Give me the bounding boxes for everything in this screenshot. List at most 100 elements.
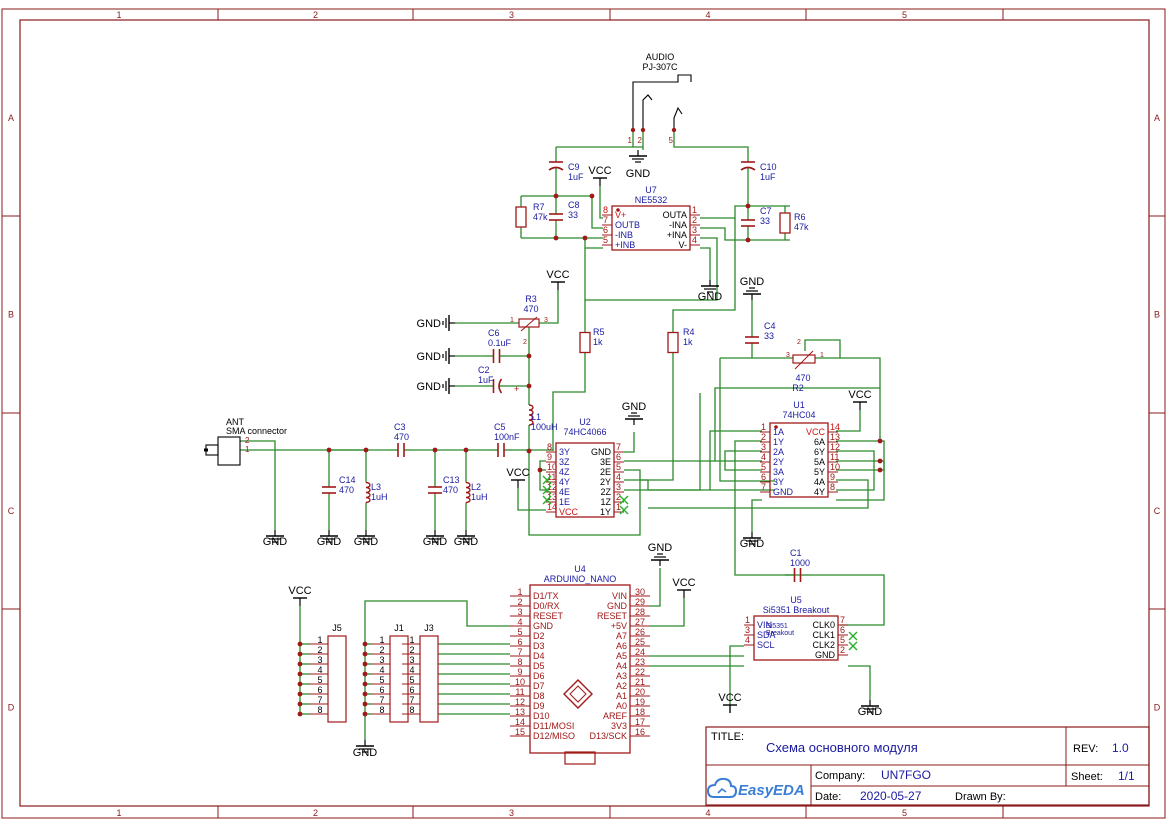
rev-value: 1.0 bbox=[1112, 741, 1129, 755]
capacitor-designator: C14 bbox=[339, 475, 356, 485]
audio-pin-number: 2 bbox=[638, 136, 643, 145]
pin-number: 10 bbox=[515, 677, 525, 687]
capacitor-value: 33 bbox=[568, 210, 578, 220]
pin-number: 9 bbox=[547, 452, 552, 462]
pin-number: 16 bbox=[635, 727, 645, 737]
inductor-designator: L2 bbox=[471, 482, 481, 492]
ground-symbol: GND bbox=[417, 378, 455, 394]
ic-u5-part-value: Si5351 Breakout bbox=[763, 605, 830, 615]
pin-number: 1 bbox=[379, 635, 384, 645]
pin-number: 24 bbox=[635, 647, 645, 657]
pin-name: RESET bbox=[597, 611, 628, 621]
ic-u2-part-value: 74HC4066 bbox=[563, 427, 606, 437]
inductor-designator: L3 bbox=[371, 482, 381, 492]
ground-label: GND bbox=[626, 168, 651, 180]
vcc-label: VCC bbox=[848, 389, 871, 401]
pin-name: 1E bbox=[559, 497, 570, 507]
potentiometer-value: 470 bbox=[523, 304, 538, 314]
pin-name: CLK0 bbox=[812, 620, 835, 630]
pin-name: D11/MOSI bbox=[533, 721, 574, 731]
pin-name: GND bbox=[773, 487, 794, 497]
resistor-value: 47k bbox=[533, 212, 548, 222]
capacitor-c6: C60.1uF bbox=[488, 328, 512, 363]
capacitor-designator: C4 bbox=[764, 321, 776, 331]
pin-name: GND bbox=[815, 650, 836, 660]
pin-name: D0/RX bbox=[533, 601, 560, 611]
logo-text: EasyEDA bbox=[738, 782, 805, 799]
junction-dot bbox=[745, 203, 751, 209]
pin-name: 3Y bbox=[559, 447, 570, 457]
vcc-label: VCC bbox=[288, 585, 311, 597]
junction-dot bbox=[362, 691, 368, 697]
no-connect-mark bbox=[542, 485, 552, 495]
column-label: 3 bbox=[509, 808, 514, 818]
pin-name: SDA bbox=[757, 630, 776, 640]
junction-dot bbox=[362, 651, 368, 657]
pin-name: CLK2 bbox=[812, 640, 835, 650]
resistor-designator: R6 bbox=[794, 212, 806, 222]
ground-symbol: GND bbox=[354, 530, 379, 548]
pin-number: 1 bbox=[510, 317, 514, 324]
pin-number: 2 bbox=[409, 645, 414, 655]
company-value: UN7FGO bbox=[881, 768, 931, 782]
pin-name: 5A bbox=[814, 457, 825, 467]
capacitor-designator: C6 bbox=[488, 328, 500, 338]
ground-label: GND bbox=[354, 536, 379, 548]
u5-inner-label: Si5351 bbox=[766, 623, 788, 630]
ground-symbol: GND bbox=[353, 740, 377, 759]
connector-j5-designator: J5 bbox=[332, 623, 342, 633]
pin-number: 2 bbox=[797, 339, 801, 346]
ground-symbol: GND bbox=[263, 530, 287, 548]
pin-name: 4E bbox=[559, 487, 570, 497]
pin-name: D8 bbox=[533, 691, 545, 701]
pin-name: VCC bbox=[559, 507, 579, 517]
pin-name: 6Y bbox=[814, 447, 825, 457]
pin-number: 5 bbox=[409, 675, 414, 685]
pin-name: A0 bbox=[616, 701, 627, 711]
pin-name: A5 bbox=[616, 651, 627, 661]
pin-number: 12 bbox=[547, 482, 557, 492]
pin-name: CLK1 bbox=[812, 630, 835, 640]
cloud-icon bbox=[706, 777, 738, 798]
pin-number: 3 bbox=[409, 655, 414, 665]
pin-name: VCC bbox=[806, 427, 826, 437]
pin-name: 6A bbox=[814, 437, 825, 447]
pin-name: V- bbox=[678, 240, 687, 250]
junction-dot bbox=[582, 235, 588, 241]
row-label: D bbox=[1154, 703, 1161, 713]
column-label: 3 bbox=[509, 10, 514, 20]
capacitor-value: 1uF bbox=[478, 375, 494, 385]
pin-number: 5 bbox=[616, 462, 621, 472]
pin-name: OUTA bbox=[663, 210, 687, 220]
vcc-symbol: VCC bbox=[848, 389, 872, 410]
junction-dot bbox=[877, 458, 883, 464]
ic-u4-part-value: ARDUINO_NANO bbox=[544, 574, 617, 584]
pin-number: 17 bbox=[635, 717, 645, 727]
junction-dot bbox=[326, 447, 332, 453]
date-label: Date: bbox=[815, 791, 841, 803]
no-connect-mark bbox=[848, 631, 858, 641]
resistor-value: 47k bbox=[794, 222, 809, 232]
ground-label: GND bbox=[417, 318, 442, 330]
inductor-designator: L1 bbox=[531, 412, 541, 422]
column-label: 2 bbox=[313, 10, 318, 20]
junction-dot bbox=[745, 237, 751, 243]
inductor-value: 1uH bbox=[371, 492, 388, 502]
ic-u5-designator: U5 bbox=[790, 595, 802, 605]
pin-name: 3A bbox=[773, 467, 784, 477]
pin-name: +5V bbox=[611, 621, 627, 631]
pin-number: 9 bbox=[517, 667, 522, 677]
pin-name: A1 bbox=[616, 691, 627, 701]
pin-number: 2 bbox=[379, 645, 384, 655]
